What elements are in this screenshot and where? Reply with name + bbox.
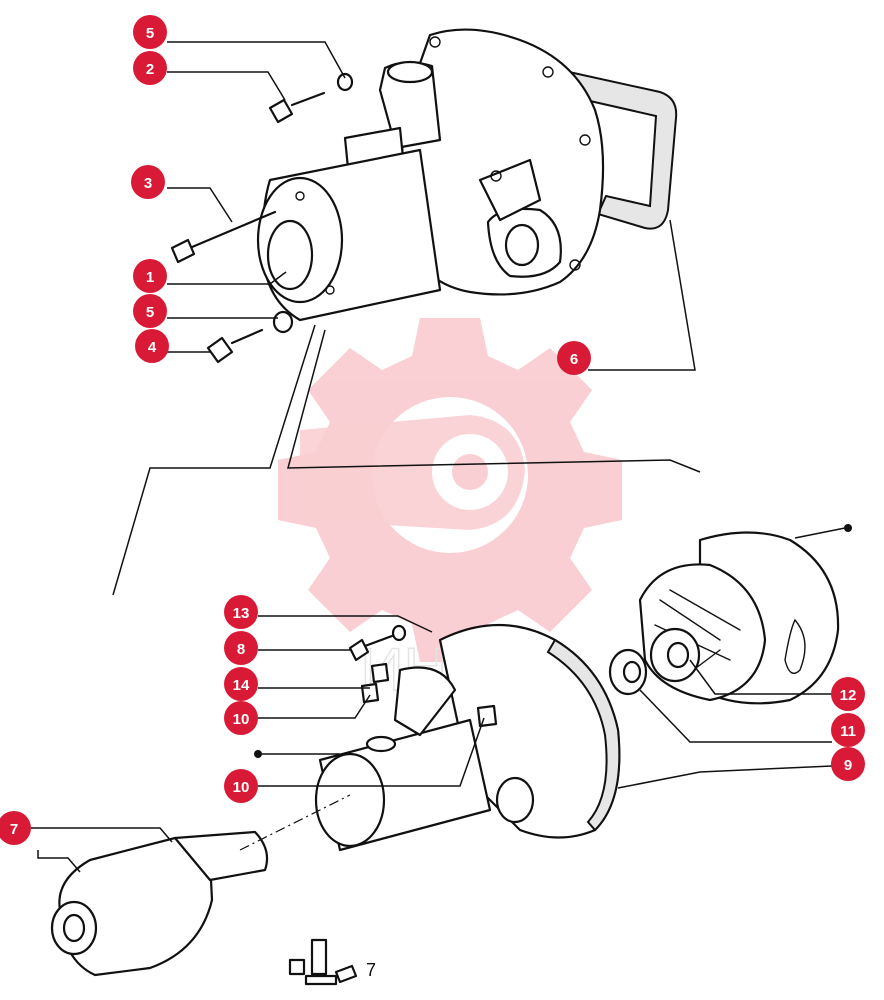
svg-text:13: 13 xyxy=(233,605,250,622)
bolt-2 xyxy=(268,91,326,124)
gasket-edge xyxy=(546,638,621,832)
bolt-4 xyxy=(206,328,264,364)
callout-3[interactable]: 3 xyxy=(131,165,165,199)
svg-text:1: 1 xyxy=(146,269,154,286)
projection-lines xyxy=(112,324,701,596)
leader-10a xyxy=(258,694,371,719)
plug xyxy=(476,704,498,728)
callout-14[interactable]: 14 xyxy=(224,667,258,701)
housing-inlet xyxy=(495,776,535,824)
svg-text:5: 5 xyxy=(146,304,154,321)
leader-dot-2 xyxy=(794,527,846,539)
leader-7b xyxy=(37,850,81,873)
svg-text:4: 4 xyxy=(148,339,157,356)
svg-text:5: 5 xyxy=(146,25,154,42)
svg-text:10: 10 xyxy=(233,779,250,796)
bolt-8 xyxy=(348,634,394,662)
mounting-ear xyxy=(478,158,542,222)
leader-11 xyxy=(639,689,832,743)
leader-6 xyxy=(588,219,696,371)
svg-text:7: 7 xyxy=(10,821,18,838)
leader-13 xyxy=(258,615,433,633)
bracket-hole xyxy=(365,735,397,753)
upper-pump-assembly xyxy=(170,28,678,364)
leader-12 xyxy=(689,659,832,695)
leader-1 xyxy=(167,271,287,285)
washer xyxy=(391,624,407,642)
callout-10[interactable]: 10 xyxy=(224,769,258,803)
housing-arm xyxy=(393,666,457,737)
stud xyxy=(170,210,277,264)
callout-5[interactable]: 5 xyxy=(133,294,167,328)
bearing-bore xyxy=(314,752,386,848)
callout-5[interactable]: 5 xyxy=(133,15,167,49)
leader-9 xyxy=(617,765,833,789)
svg-text:8: 8 xyxy=(237,641,245,658)
shaft-bore xyxy=(266,219,314,291)
washer xyxy=(272,310,294,334)
svg-text:14: 14 xyxy=(233,677,250,694)
leader-7a xyxy=(28,827,173,843)
shaft-seal xyxy=(608,648,648,696)
callout-13[interactable]: 13 xyxy=(224,595,258,629)
svg-text:3: 3 xyxy=(144,175,152,192)
callouts: 5 2 3 1 5 4 6 13 xyxy=(0,15,865,845)
lower-pump-assembly xyxy=(50,524,852,977)
leader-3 xyxy=(167,187,233,223)
leader-5a xyxy=(167,41,346,79)
callout-4[interactable]: 4 xyxy=(135,329,169,363)
svg-text:10: 10 xyxy=(233,711,250,728)
svg-text:9: 9 xyxy=(844,757,852,774)
flange-hole xyxy=(542,66,554,78)
shaft-bearing xyxy=(58,836,214,977)
svg-text:6: 6 xyxy=(570,351,578,368)
outlet-port xyxy=(386,60,434,84)
flange-hole xyxy=(569,259,581,271)
leader-lines xyxy=(28,41,846,873)
callout-1[interactable]: 1 xyxy=(133,259,167,293)
callout-10[interactable]: 10 xyxy=(224,701,258,735)
center-line xyxy=(239,794,351,851)
plug xyxy=(370,662,390,684)
leader-2 xyxy=(167,71,286,101)
leader-10b xyxy=(258,717,485,787)
svg-text:2: 2 xyxy=(146,61,154,78)
svg-text:12: 12 xyxy=(840,687,857,704)
shaft xyxy=(173,830,269,882)
callout-2[interactable]: 2 xyxy=(133,51,167,85)
inlet-bore xyxy=(504,223,540,267)
flange-hole xyxy=(579,134,591,146)
callout-6[interactable]: 6 xyxy=(557,341,591,375)
flange-hole xyxy=(429,36,441,48)
plug xyxy=(360,682,380,704)
svg-text:11: 11 xyxy=(840,723,856,740)
callout-12[interactable]: 12 xyxy=(831,677,865,711)
gear-wrench-logo-icon xyxy=(278,318,622,662)
parts-kit-icon xyxy=(288,938,358,986)
reference-dot xyxy=(844,524,852,532)
callout-9[interactable]: 9 xyxy=(831,747,865,781)
callout-11[interactable]: 11 xyxy=(831,713,865,747)
kit-reference: 7 xyxy=(288,938,376,986)
bolt-hole xyxy=(490,170,502,182)
kit-number: 7 xyxy=(366,960,376,980)
callout-7[interactable]: 7 xyxy=(0,811,31,845)
washer xyxy=(336,72,354,92)
callout-8[interactable]: 8 xyxy=(224,631,258,665)
